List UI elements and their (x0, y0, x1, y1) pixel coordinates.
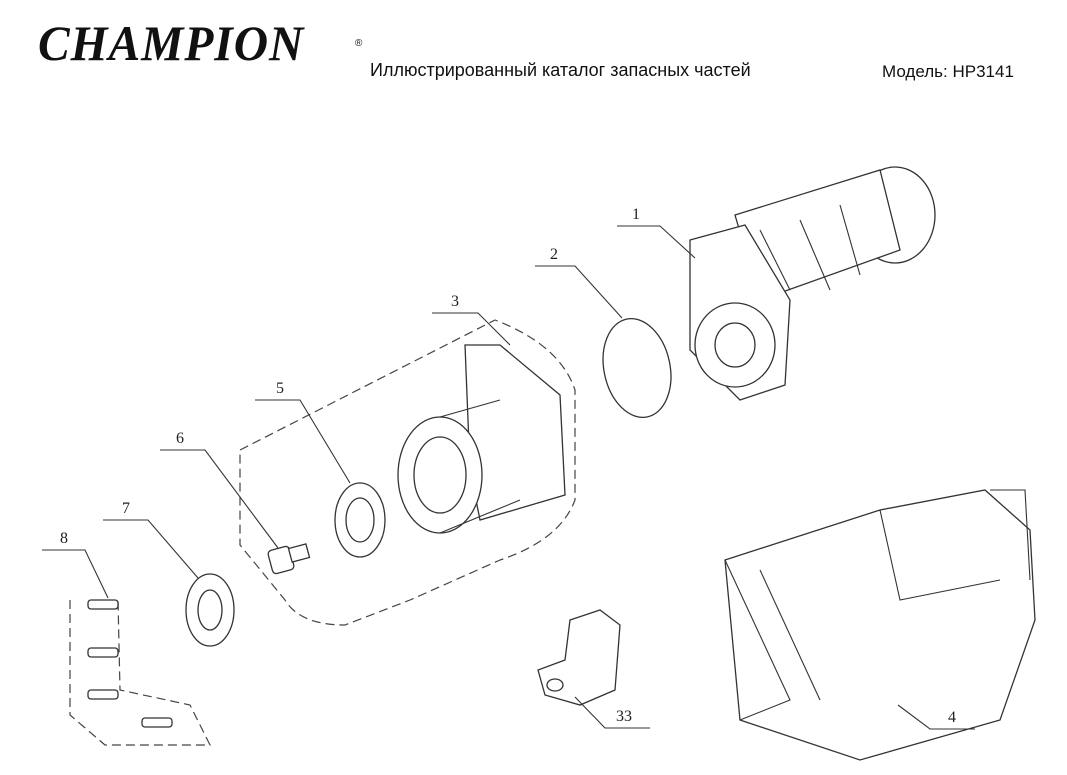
part-3-housing (397, 344, 566, 534)
svg-text:8: 8 (60, 530, 68, 547)
svg-text:1: 1 (632, 206, 640, 223)
part-7-ring (185, 573, 235, 647)
callout-4: 4 (897, 704, 975, 730)
svg-text:3: 3 (451, 293, 459, 310)
callout-33: 33 (574, 696, 650, 729)
part-33-switch (537, 609, 621, 706)
model-label: Модель: HP3141 (882, 62, 1014, 81)
part-6-screw (267, 543, 311, 575)
svg-text:4: 4 (948, 709, 956, 726)
registered-mark: ® (355, 38, 363, 49)
callout-7: 7 (103, 500, 199, 579)
part-1-motor (689, 166, 936, 401)
part-2-o-ring (602, 317, 672, 419)
champion-logo: CHAMPION (38, 15, 305, 71)
callout-6: 6 (160, 430, 279, 549)
part-5-seal (334, 482, 386, 558)
svg-text:2: 2 (550, 246, 558, 263)
catalog-title: Иллюстрированный каталог запасных частей (370, 60, 751, 80)
callout-8: 8 (42, 530, 109, 599)
part-4-casing (724, 489, 1036, 761)
svg-text:5: 5 (276, 380, 284, 397)
callout-1: 1 (617, 206, 696, 259)
callout-2: 2 (535, 246, 623, 319)
svg-text:7: 7 (122, 500, 130, 517)
callout-3: 3 (432, 293, 511, 346)
part-8-bolts (69, 599, 211, 746)
callout-5: 5 (255, 380, 351, 484)
svg-text:33: 33 (616, 708, 632, 725)
part-3-group-outline (239, 319, 576, 626)
svg-text:6: 6 (176, 430, 184, 447)
